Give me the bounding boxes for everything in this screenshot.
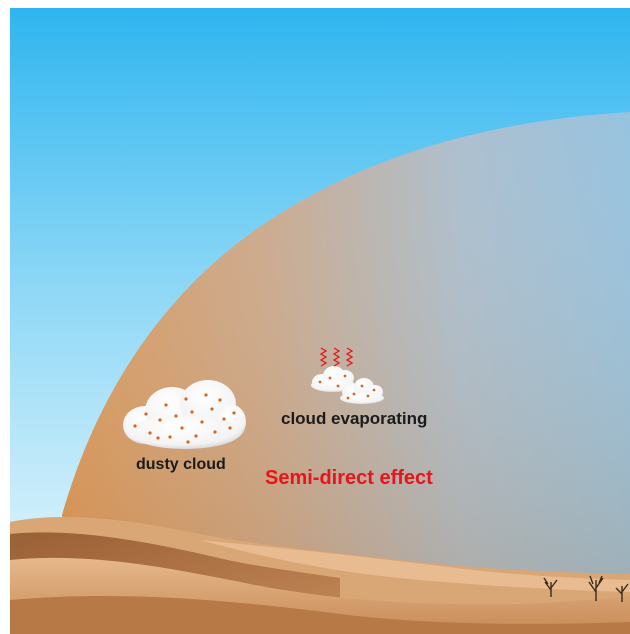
dusty-cloud-icon <box>123 380 246 449</box>
desert-shrub-icon <box>543 575 629 602</box>
dust-dome-shade <box>62 112 630 600</box>
cloud-evaporating-label: cloud evaporating <box>281 409 428 428</box>
semi-direct-effect-title: Semi-direct effect <box>265 467 433 489</box>
evaporating-cloud-icon <box>311 366 384 404</box>
desert-dunes <box>10 517 630 634</box>
dusty-cloud-label: dusty cloud <box>136 456 226 473</box>
heat-wave-icon <box>319 347 354 367</box>
